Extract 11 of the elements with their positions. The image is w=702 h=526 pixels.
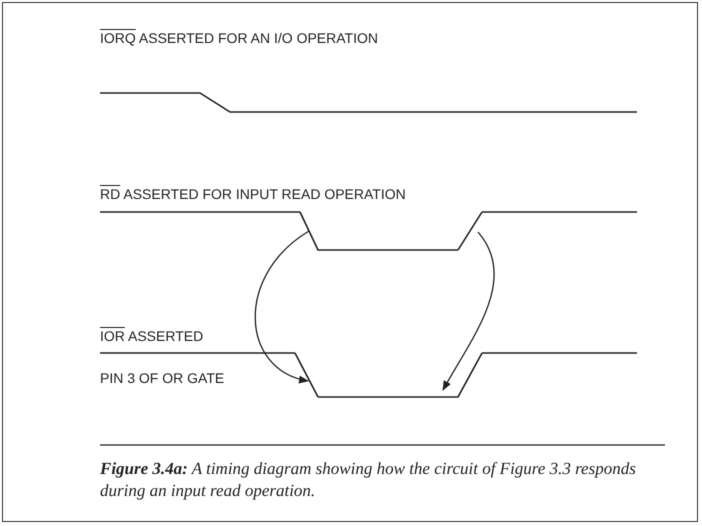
rising-edge	[457, 212, 483, 250]
falling-edge	[299, 212, 458, 251]
signal-label: IORQ ASSERTED FOR AN I/O OPERATION	[100, 30, 378, 46]
rising-edge	[318, 352, 483, 398]
arrow	[442, 232, 495, 391]
falling-edge	[294, 352, 319, 398]
signal-label: PIN 3 OF OR GATE	[100, 370, 224, 386]
signal-label: IOR ASSERTED	[100, 328, 204, 344]
signal-label: RD ASSERTED FOR INPUT READ OPERATION	[100, 186, 406, 202]
figure-caption: Figure 3.4a: A timing diagram showing how the circuit of Figure 3.3 responds during an input read operation.	[100, 458, 637, 502]
arrow	[254, 230, 310, 382]
